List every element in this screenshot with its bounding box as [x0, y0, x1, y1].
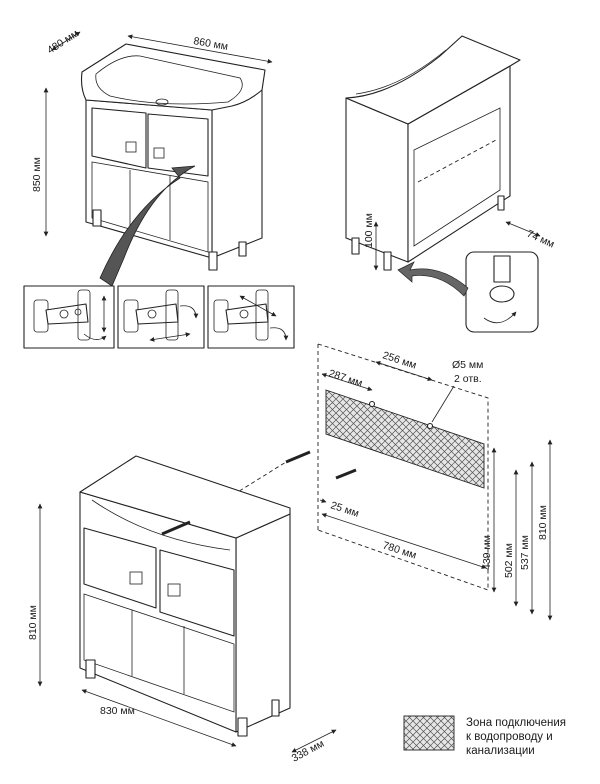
dim-height-850: 850 мм — [31, 157, 43, 192]
dim-537: 537 мм — [519, 535, 531, 570]
hinge-panel-2 — [117, 285, 205, 349]
dim-width-830: 830 мм — [100, 705, 135, 717]
hinge-adjustment-panels — [23, 285, 295, 349]
dim-width-860: 860 мм — [192, 35, 228, 53]
hinge-panel-3 — [207, 285, 295, 349]
legend-swatch — [403, 715, 455, 751]
bottom-vanity — [79, 455, 291, 737]
hole-diameter: Ø5 мм — [452, 359, 483, 371]
dim-287: 287 мм — [327, 367, 364, 389]
hinge-panel-1 — [23, 285, 115, 349]
dim-439: 439 мм — [481, 535, 493, 570]
legend-line-1: Зона подключения — [466, 717, 566, 729]
legend-line-2: к водопроводу и — [466, 731, 553, 743]
dim-502: 502 мм — [503, 543, 515, 578]
vanity-with-basin — [80, 43, 266, 287]
dim-256: 256 мм — [381, 349, 418, 371]
dim-depth-480: 480 мм — [45, 27, 81, 56]
dim-leg-offset-74: 74 мм — [525, 228, 556, 251]
dim-height-810: 810 мм — [27, 605, 39, 640]
dim-810-wall: 810 мм — [537, 505, 549, 540]
wall-mount-plan: 256 мм 287 мм Ø5 мм 2 отв. 25 мм 780 мм … — [179, 343, 553, 621]
dim-depth-338: 338 мм — [290, 738, 326, 765]
dim-leg-height-100: 100 мм — [363, 213, 375, 248]
dim-25: 25 мм — [329, 499, 360, 519]
legend-line-3: канализации — [466, 745, 535, 757]
carcass-detail — [345, 35, 539, 333]
hole-count: 2 отв. — [454, 373, 482, 385]
legend: Зона подключения к водопроводу и канализ… — [403, 715, 566, 757]
